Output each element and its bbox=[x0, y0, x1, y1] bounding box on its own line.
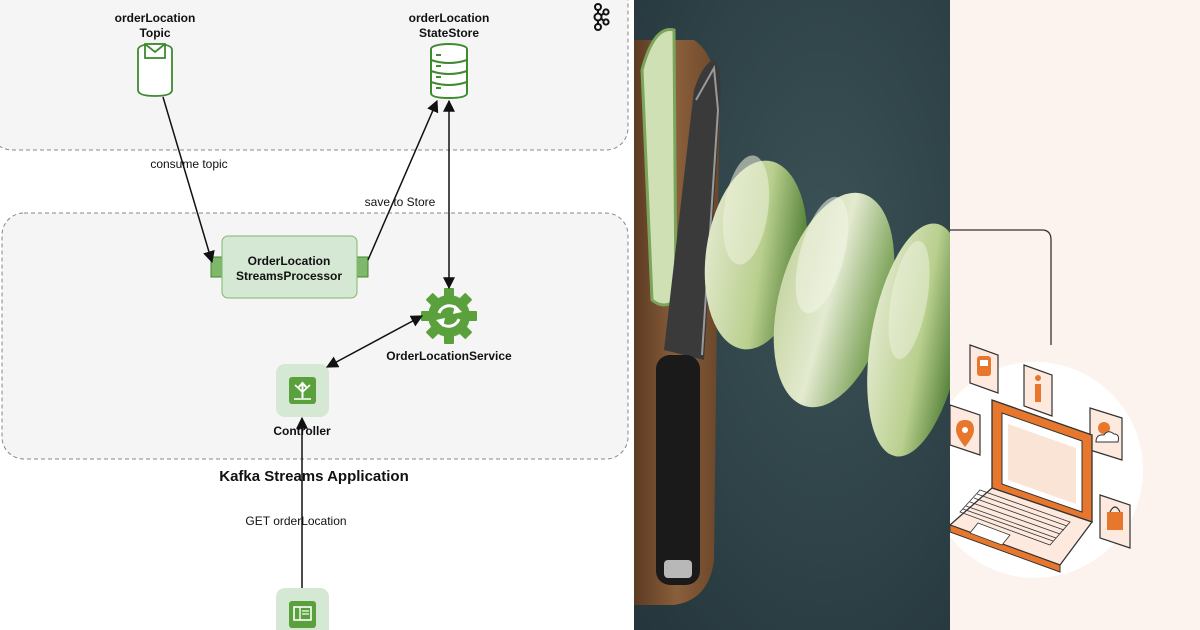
edge-save-to-store bbox=[367, 99, 439, 261]
info-icon bbox=[1023, 364, 1053, 417]
edge-consume-label: consume topic bbox=[150, 157, 227, 171]
shopping-bag-icon bbox=[1099, 494, 1131, 549]
streams-processor-node[interactable]: OrderLocation StreamsProcessor bbox=[210, 235, 369, 299]
processor-label-line2: StreamsProcessor bbox=[236, 269, 342, 283]
photo-canvas bbox=[634, 0, 950, 630]
topic-icon[interactable] bbox=[137, 43, 173, 97]
illustration-canvas bbox=[950, 229, 1143, 578]
laptop-illustration bbox=[950, 0, 1200, 630]
location-pin-icon bbox=[950, 404, 981, 456]
app-title: Kafka Streams Application bbox=[219, 468, 409, 485]
edge-controller-service bbox=[325, 315, 424, 368]
store-label-line1: orderLocation bbox=[409, 11, 490, 25]
diagram-canvas: orderLocation Topic orderLocation StateS… bbox=[0, 0, 629, 630]
train-icon bbox=[969, 344, 999, 394]
database-icon[interactable] bbox=[430, 43, 468, 100]
service-label: OrderLocationService bbox=[386, 349, 512, 363]
kafka-cluster-box bbox=[0, 0, 629, 151]
topic-label-line1: orderLocation bbox=[115, 11, 196, 25]
cucumbers-and-knife-photo bbox=[634, 0, 950, 630]
laptop-icon bbox=[950, 399, 1094, 573]
processor-label-line1: OrderLocation bbox=[248, 254, 331, 268]
controller-icon[interactable] bbox=[276, 364, 329, 417]
client-icon[interactable] bbox=[276, 588, 329, 630]
edge-consume-topic bbox=[162, 96, 215, 264]
streams-app-box bbox=[1, 212, 629, 460]
sync-gear-icon[interactable] bbox=[421, 288, 477, 344]
architecture-diagram: orderLocation Topic orderLocation StateS… bbox=[0, 0, 629, 630]
kafka-logo-icon bbox=[593, 3, 610, 31]
topic-label-line2: Topic bbox=[139, 26, 170, 40]
weather-icon bbox=[1089, 407, 1123, 461]
edge-get-label: GET orderLocation bbox=[245, 514, 346, 528]
store-label-line2: StateStore bbox=[419, 26, 479, 40]
edge-save-label: save to Store bbox=[365, 195, 436, 209]
